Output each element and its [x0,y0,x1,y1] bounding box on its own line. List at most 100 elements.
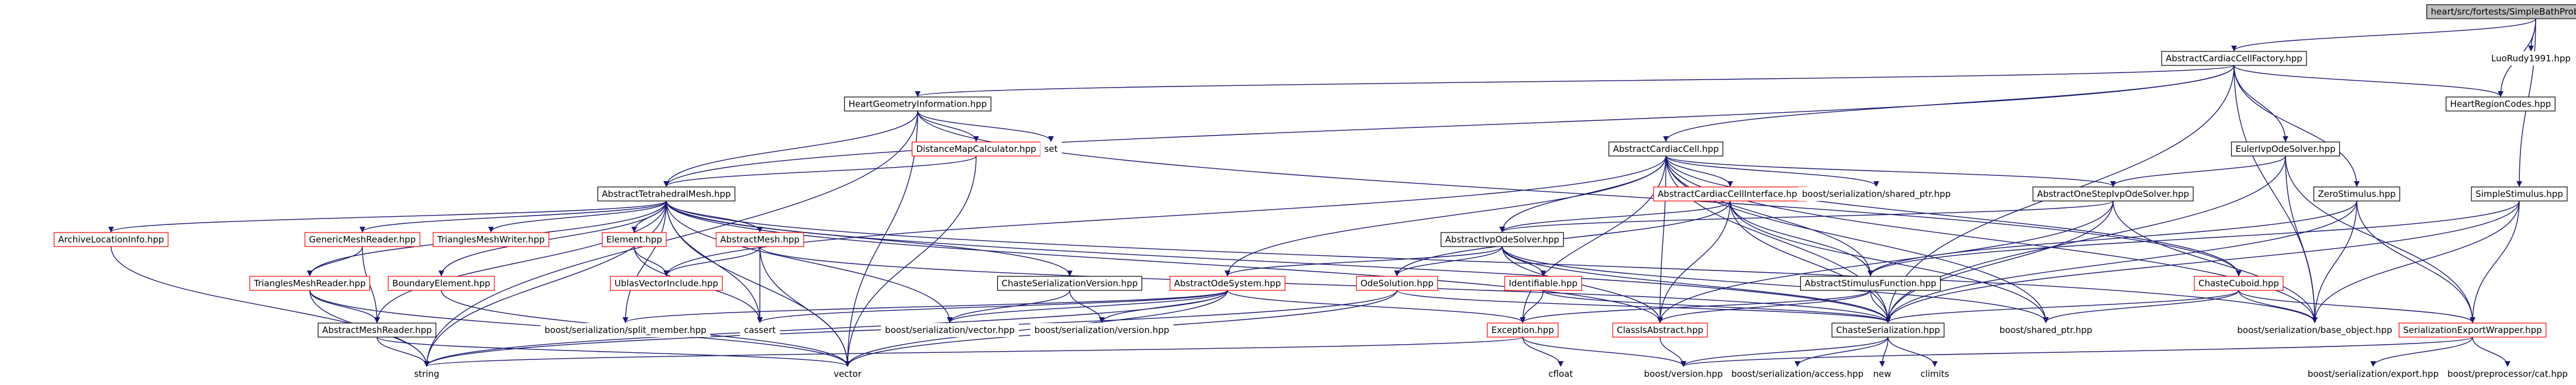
edge-atm-gmr [359,200,667,233]
edge-ss-sew [2470,200,2520,323]
node-dmc[interactable]: DistanceMapCalculator.hpp [911,141,1041,157]
edge-acf-hrc [2233,65,2504,97]
node-box-acc [1608,141,1724,157]
node-be[interactable]: BoundaryElement.hpp [388,276,495,291]
edge-aoss-aios [1499,200,2114,233]
edge-atm-cab [666,200,1663,323]
node-idf[interactable]: Identifiable.hpp [1504,276,1582,291]
node-tmr[interactable]: TrianglesMeshReader.hpp [249,276,371,291]
node-cc[interactable]: ChasteCuboid.hpp [2194,276,2284,291]
node-osol[interactable]: OdeSolution.hpp [1356,276,1439,291]
node-sew[interactable]: SerializationExportWrapper.hpp [2398,322,2547,338]
node-bsp: boost/serialization/shared_ptr.hpp [1797,187,1955,201]
node-label-uvi: UblasVectorInclude.hpp [614,278,718,289]
node-bg-bshp [1995,323,2097,337]
edge-dmc-atm [663,155,977,187]
node-asf[interactable]: AbstractStimulusFunction.hpp [1800,276,1941,291]
node-bsv: boost/serialization/vector.hpp [881,323,1019,337]
edge-eio-cs [1885,155,2286,323]
node-tmw[interactable]: TrianglesMeshWriter.hpp [433,232,549,247]
node-elh[interactable]: Element.hpp [601,232,667,247]
node-bg-bsexp [2303,367,2443,381]
edge-acci-cab [1657,200,1731,323]
edge-acc-cab [1657,155,1666,323]
node-box-atm [597,186,735,202]
node-acf[interactable]: AbstractCardiacCellFactory.hpp [2161,51,2307,66]
node-cab[interactable]: ClassIsAbstract.hpp [1612,322,1708,338]
edge-exc-cfloat [1522,337,1564,367]
edge-acc-acci [1665,155,1733,187]
node-box-acf [2161,51,2307,66]
node-label-aos: AbstractOdeSystem.hpp [1174,278,1281,289]
node-label-zs: ZeroStimulus.hpp [2318,189,2395,199]
node-label-acci: AbstractCardiacCellInterface.hpp [1658,189,1803,199]
edge-acc-uvi [663,155,1666,276]
edge-ss-asf [1868,200,2520,276]
edge-aios-bshp [1502,246,2049,323]
node-label-cfloat: cfloat [1548,369,1573,379]
node-bg-climits [1916,367,1953,381]
node-hrc[interactable]: HeartRegionCodes.hpp [2446,96,2556,112]
node-string: string [410,367,444,381]
node-hgi[interactable]: HeartGeometryInformation.hpp [844,96,991,112]
node-gmr[interactable]: GenericMeshReader.hpp [305,232,420,247]
node-bg-bppc [2443,367,2572,381]
edge-aoss-cs [1885,200,2114,323]
node-acci[interactable]: AbstractCardiacCellInterface.hpp [1653,186,1807,202]
node-amh[interactable]: AbstractMesh.hpp [715,232,804,247]
node-acc[interactable]: AbstractCardiacCell.hpp [1608,141,1724,157]
node-label-lr: LuoRudy1991.hpp [2491,53,2571,64]
node-ali[interactable]: ArchiveLocationInfo.hpp [53,232,169,247]
node-amr[interactable]: AbstractMeshReader.hpp [317,322,437,338]
node-cs[interactable]: ChasteSerialization.hpp [1831,322,1945,338]
node-bg-new [1869,367,1896,381]
edge-root-acf [2231,18,2536,51]
node-label-be: BoundaryElement.hpp [392,278,490,289]
node-label-amr: AbstractMeshReader.hpp [322,325,432,335]
node-label-csv: ChasteSerializationVersion.hpp [1002,278,1138,289]
node-box-uvi [610,276,723,291]
node-bshp: boost/shared_ptr.hpp [1995,323,2097,337]
node-label-sew: SerializationExportWrapper.hpp [2403,325,2542,335]
node-box-asf [1800,276,1941,291]
edge-acc-bsp [1665,155,1879,187]
edge-amh-uvi [663,246,760,276]
node-box-cab [1612,322,1708,338]
edge-elh-uvi [634,246,669,276]
node-label-amh: AbstractMesh.hpp [720,234,800,245]
node-aos[interactable]: AbstractOdeSystem.hpp [1170,276,1285,291]
node-uvi[interactable]: UblasVectorInclude.hpp [610,276,723,291]
node-label-cc: ChasteCuboid.hpp [2198,278,2279,289]
node-label-bppc: boost/preprocessor/cat.hpp [2447,369,2568,379]
node-exc[interactable]: Exception.hpp [1486,322,1559,338]
edge-sew-bsexp [2370,337,2473,367]
node-label-root: heart/src/fortests/SimpleBathProblemSetu… [2431,6,2576,17]
node-label-elh: Element.hpp [606,234,662,245]
node-box-eio [2231,141,2340,157]
edge-zs-asf [1868,200,2357,276]
edge-acc-aios [1499,155,1666,233]
node-label-bsacc: boost/serialization/access.hpp [1731,369,1863,379]
node-box-tmw [433,232,549,247]
node-label-hgi: HeartGeometryInformation.hpp [849,99,987,109]
node-box-osol [1356,276,1439,291]
edge-aios-idf [1502,246,1546,276]
node-label-tmr: TrianglesMeshReader.hpp [253,278,365,289]
node-aoss[interactable]: AbstractOneStepIvpOdeSolver.hpp [2032,186,2194,202]
node-label-bversion: boost/version.hpp [1644,369,1723,379]
edge-atm-bssm [623,200,667,323]
node-ss[interactable]: SimpleStimulus.hpp [2471,186,2568,202]
node-root[interactable]: heart/src/fortests/SimpleBathProblemSetu… [2426,4,2576,19]
node-csv[interactable]: ChasteSerializationVersion.hpp [997,276,1143,291]
edge-idf-exc [1520,290,1544,323]
node-bg-bsp [1797,187,1955,201]
edge-atm-cs [666,200,1891,323]
edge-aios-cs [1502,246,1891,323]
node-zs[interactable]: ZeroStimulus.hpp [2313,186,2401,202]
node-atm[interactable]: AbstractTetrahedralMesh.hpp [597,186,735,202]
node-label-hrc: HeartRegionCodes.hpp [2450,99,2551,109]
node-box-sew [2398,322,2547,338]
node-aios[interactable]: AbstractIvpOdeSolver.hpp [1440,232,1564,247]
node-eio[interactable]: EulerIvpOdeSolver.hpp [2231,141,2340,157]
node-label-bsp: boost/serialization/shared_ptr.hpp [1802,189,1951,200]
